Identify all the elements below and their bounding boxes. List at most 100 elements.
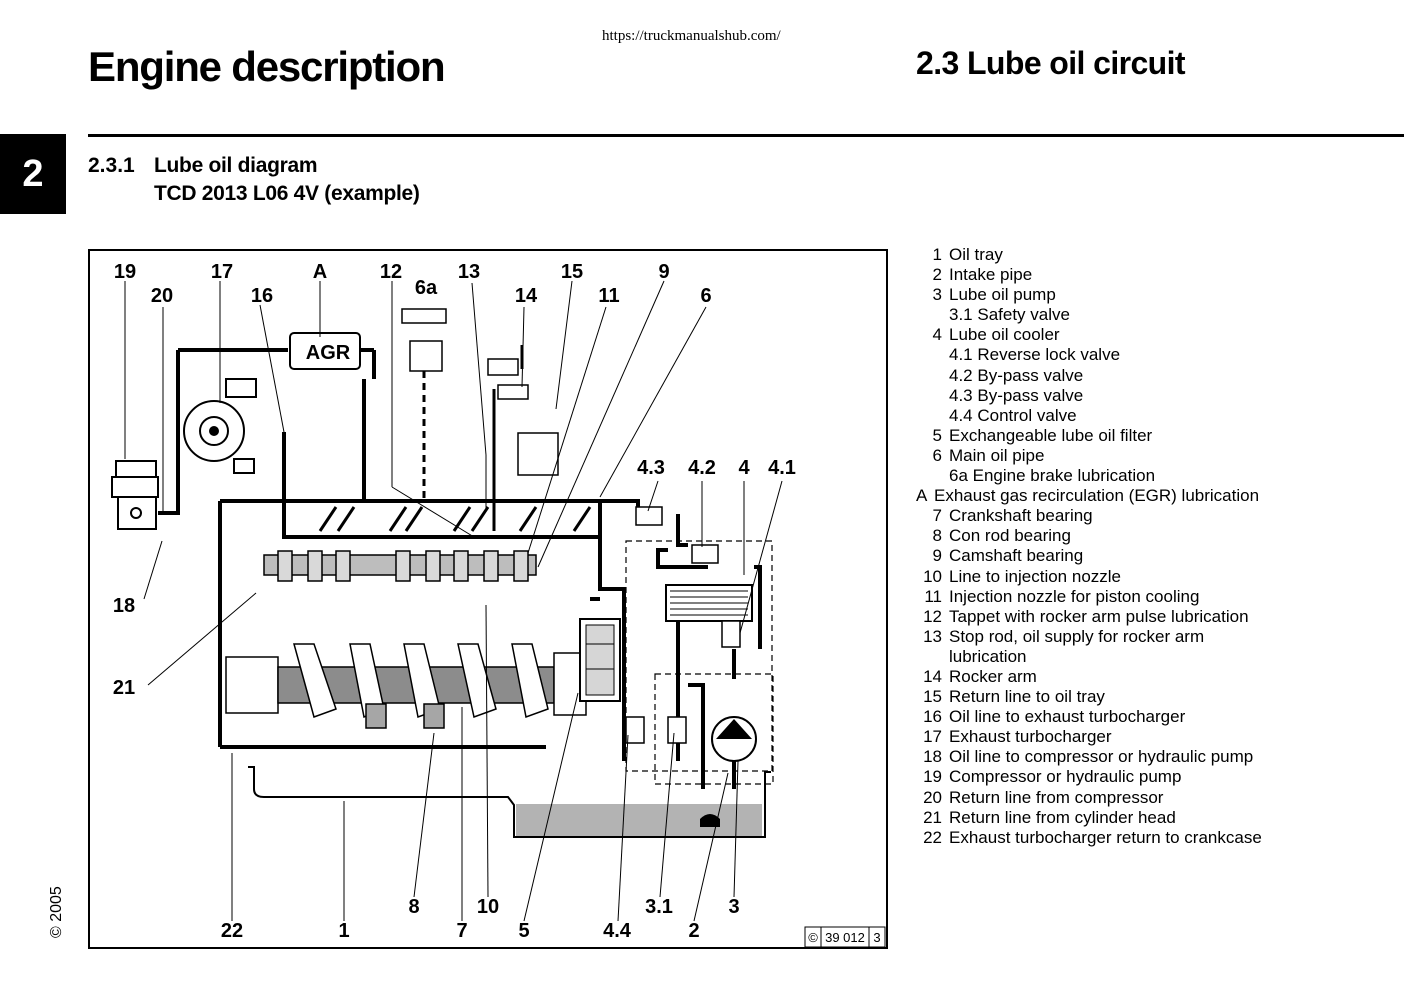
legend-number: 9 xyxy=(932,546,942,566)
svg-text:7: 7 xyxy=(456,920,467,942)
svg-text:20: 20 xyxy=(151,285,173,307)
svg-text:12: 12 xyxy=(380,261,402,283)
header-rule xyxy=(88,134,1404,137)
svg-text:21: 21 xyxy=(113,677,135,699)
legend-text: Exhaust gas recirculation (EGR) lubricat… xyxy=(934,486,1260,506)
legend-number: 6 xyxy=(932,445,942,465)
camshaft xyxy=(263,550,537,582)
figure-reference: © 39 012 3 xyxy=(804,926,886,948)
side-copyright: © 2005 xyxy=(48,886,65,938)
legend-text: Tappet with rocker arm pulse lubrication xyxy=(949,606,1249,626)
legend-item: 4 Lube oil cooler xyxy=(914,325,1394,345)
chapter-tab: 2 xyxy=(0,134,66,214)
legend-number: 17 xyxy=(923,727,942,747)
legend-number: 7 xyxy=(932,506,942,526)
svg-text:3: 3 xyxy=(728,896,739,918)
legend-text: Oil line to compressor or hydraulic pump xyxy=(949,747,1254,767)
agr-valve: AGR xyxy=(289,332,361,370)
legend-text: lubrication xyxy=(949,646,1027,666)
legend-item: A Exhaust gas recirculation (EGR) lubrica… xyxy=(914,486,1394,506)
legend-item: 22 Exhaust turbocharger return to crankca… xyxy=(914,828,1394,848)
legend-item: 12 Tappet with rocker arm pulse lubricati… xyxy=(914,607,1394,627)
legend-number: 13 xyxy=(923,626,942,646)
section-subtitle: TCD 2013 L06 4V (example) xyxy=(154,182,420,205)
legend-number: 15 xyxy=(923,687,942,707)
legend-item: 3.1 Safety valve xyxy=(914,305,1394,325)
legend-number: A xyxy=(916,486,928,506)
legend-text: 4.1 Reverse lock valve xyxy=(949,345,1121,365)
section-title: Lube oil diagram xyxy=(154,154,318,177)
pump-module-outline xyxy=(654,673,774,785)
legend-item: 4.3 By-pass valve xyxy=(914,386,1394,406)
legend-text: 4.3 By-pass valve xyxy=(949,385,1084,405)
svg-text:9: 9 xyxy=(658,261,669,283)
svg-text:4.3: 4.3 xyxy=(637,457,665,479)
legend-number: 11 xyxy=(924,586,942,606)
main-oil-gallery xyxy=(282,499,602,539)
svg-text:4.2: 4.2 xyxy=(688,457,716,479)
legend-item: 15 Return line to oil tray xyxy=(914,687,1394,707)
legend-text: Oil line to exhaust turbocharger xyxy=(949,707,1186,727)
legend-text: 4.2 By-pass valve xyxy=(949,365,1084,385)
lube-oil-diagram: AGR xyxy=(88,249,888,949)
svg-text:22: 22 xyxy=(221,920,243,942)
section-header: 2.3 Lube oil circuit xyxy=(916,45,1186,81)
svg-text:6a: 6a xyxy=(415,277,438,299)
svg-text:3: 3 xyxy=(873,930,880,945)
legend-item: 14 Rocker arm xyxy=(914,667,1394,687)
turbocharger-17 xyxy=(183,378,257,474)
svg-text:19: 19 xyxy=(114,261,136,283)
legend-text: 3.1 Safety valve xyxy=(949,305,1070,325)
legend-number: 4 xyxy=(932,325,942,345)
page-title: Engine description xyxy=(88,43,446,90)
legend-item: 4.2 By-pass valve xyxy=(914,366,1394,386)
legend-text: Exhaust turbocharger xyxy=(949,727,1112,747)
legend-text: Con rod bearing xyxy=(949,526,1071,546)
legend-text: Lube oil pump xyxy=(949,285,1056,305)
svg-text:10: 10 xyxy=(477,896,499,918)
legend-number: 12 xyxy=(923,606,942,626)
legend-text: Oil tray xyxy=(949,245,1003,264)
source-url: https://truckmanualshub.com/ xyxy=(602,28,781,44)
legend-number: 21 xyxy=(923,807,942,827)
legend-item: 6a Engine brake lubrication xyxy=(914,466,1394,486)
svg-text:A: A xyxy=(313,261,327,283)
valves xyxy=(625,506,741,744)
legend-number: 19 xyxy=(923,767,942,787)
svg-text:4.4: 4.4 xyxy=(603,920,632,942)
legend-number: 3 xyxy=(932,285,942,305)
legend-number: 2 xyxy=(932,265,942,285)
section-number: 2.3.1 xyxy=(88,154,135,177)
legend-item: 7 Crankshaft bearing xyxy=(914,506,1394,526)
legend-text: Line to injection nozzle xyxy=(949,566,1122,586)
legend-item: 1 Oil tray xyxy=(914,245,1394,265)
legend-number: 5 xyxy=(932,425,942,445)
legend-number: 14 xyxy=(923,666,942,686)
legend-number: 8 xyxy=(932,526,942,546)
svg-text:6: 6 xyxy=(700,285,711,307)
legend-text: Exhaust turbocharger return to crankcase xyxy=(949,827,1262,847)
legend-text: Crankshaft bearing xyxy=(949,506,1093,526)
callout-labels: 19 17 A 12 13 15 9 20 16 6a 14 11 6 4.3 … xyxy=(113,261,796,942)
svg-text:13: 13 xyxy=(458,261,480,283)
svg-text:1: 1 xyxy=(338,920,349,942)
legend-text: Intake pipe xyxy=(949,265,1033,285)
legend-text: Return line to oil tray xyxy=(949,687,1105,707)
legend-item: 2 Intake pipe xyxy=(914,265,1394,285)
svg-text:14: 14 xyxy=(515,285,538,307)
legend-text: Camshaft bearing xyxy=(949,546,1084,566)
legend-text: Rocker arm xyxy=(949,666,1037,686)
legend-text: Lube oil cooler xyxy=(949,325,1060,345)
legend-number: 1 xyxy=(932,245,942,264)
legend-number: 22 xyxy=(923,827,942,847)
legend-text: Compressor or hydraulic pump xyxy=(949,767,1182,787)
legend-item: 3 Lube oil pump xyxy=(914,285,1394,305)
svg-text:3.1: 3.1 xyxy=(645,896,673,918)
svg-text:4.1: 4.1 xyxy=(768,457,796,479)
